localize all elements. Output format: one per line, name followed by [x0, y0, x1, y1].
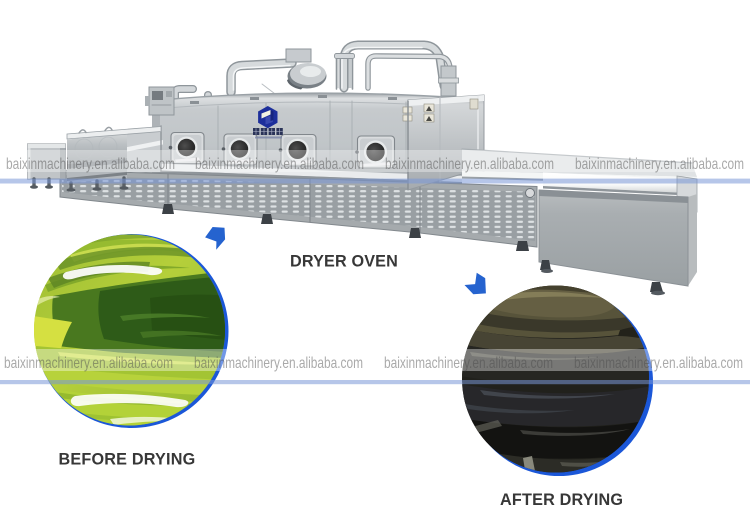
svg-text:baixinmachinery.en.alibaba.com: baixinmachinery.en.alibaba.com: [4, 355, 173, 372]
svg-text:baixinmachinery.en.alibaba.com: baixinmachinery.en.alibaba.com: [194, 355, 363, 372]
svg-text:baixinmachinery.en.alibaba.com: baixinmachinery.en.alibaba.com: [6, 156, 175, 173]
svg-text:baixinmachinery.en.alibaba.com: baixinmachinery.en.alibaba.com: [195, 156, 364, 173]
svg-text:baixinmachinery.en.alibaba.com: baixinmachinery.en.alibaba.com: [384, 355, 553, 372]
svg-text:DRYER OVEN: DRYER OVEN: [290, 253, 398, 271]
svg-text:baixinmachinery.en.alibaba.com: baixinmachinery.en.alibaba.com: [574, 355, 743, 372]
svg-text:BEFORE DRYING: BEFORE DRYING: [59, 451, 196, 469]
svg-text:AFTER DRYING: AFTER DRYING: [500, 491, 623, 509]
svg-text:baixinmachinery.en.alibaba.com: baixinmachinery.en.alibaba.com: [385, 156, 554, 173]
svg-text:baixinmachinery.en.alibaba.com: baixinmachinery.en.alibaba.com: [575, 156, 744, 173]
